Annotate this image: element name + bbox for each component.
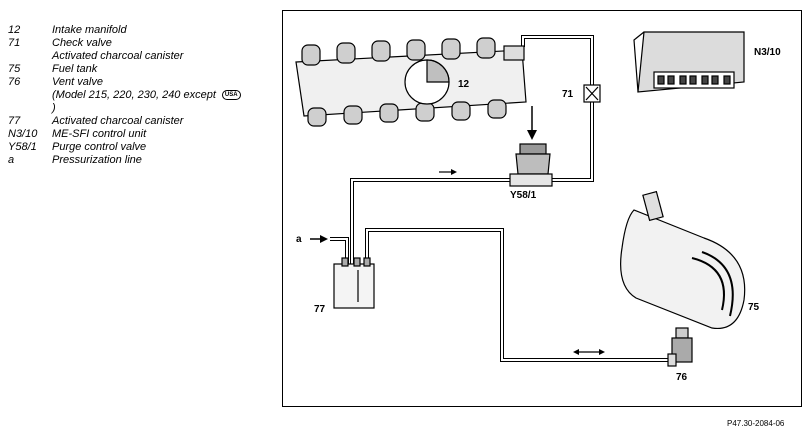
flow-arrow-right-icon [439,169,457,175]
purge-line-purge-valve-to-canister [350,178,510,264]
label-control-unit: N3/10 [754,47,781,58]
legend-item: Y58/1 Purge control valve [8,141,241,154]
legend-item: 75 Fuel tank [8,63,241,76]
pressurization-line-a [330,237,349,264]
diagram-frame [282,10,802,407]
legend-description: Pressurization line [52,154,142,166]
label-pressurization-line: a [296,234,302,245]
legend-description: ME-SFI control unit [52,128,147,140]
label-charcoal-canister: 77 [314,304,326,315]
pressurization-arrow-icon [310,235,328,243]
legend-code [8,102,52,115]
fuel-tank-drawing [620,190,746,344]
figure-reference-number: P47.30-2084-06 [727,419,785,428]
bidirectional-flow-arrow-icon [573,349,605,355]
legend-code: 75 [8,63,21,75]
purge-line-manifold-to-check-valve [521,35,594,85]
evap-system-diagram: 12 N3/10 71 Y58/1 a 77 75 76 [295,31,781,383]
legend-list: 12 Intake manifold 71 Check valve Activa… [8,24,241,167]
legend-description-text: (Model 215, 220, 230, 240 except [52,89,216,101]
purge-control-valve-drawing [509,143,553,187]
legend-code: 77 [8,115,21,127]
intake-manifold-drawing [295,37,527,127]
legend-description: Fuel tank [52,63,98,75]
legend-description: (Model 215, 220, 230, 240 except USA [52,89,241,102]
usa-badge-icon: USA [221,90,241,101]
legend-item: 71 Check valve [8,37,241,50]
flow-arrow-down-icon [527,106,537,140]
legend-code [8,89,52,102]
legend-item: 77 Activated charcoal canister [8,115,241,128]
check-valve-drawing [583,84,601,103]
label-vent-valve: 76 [676,372,688,383]
legend-description: Purge control valve [52,141,147,153]
legend-code: Y58/1 [8,141,37,153]
label-check-valve: 71 [562,89,574,100]
legend-item: a Pressurization line [8,154,241,167]
label-fuel-tank: 75 [748,302,760,313]
legend-description: ) [52,102,56,114]
legend-code: 71 [8,37,21,49]
legend-item: ) [8,102,241,115]
legend-code [8,50,52,63]
legend-item: 12 Intake manifold [8,24,241,37]
legend-item: N3/10 ME-SFI control unit [8,128,241,141]
label-purge-valve: Y58/1 [510,190,537,201]
legend-item: Activated charcoal canister [8,50,241,63]
legend-description: Vent valve [52,76,103,88]
legend-code: 12 [8,24,21,36]
legend-code: N3/10 [8,128,38,140]
legend-item: (Model 215, 220, 230, 240 except USA [8,89,241,102]
purge-line-check-valve-to-purge-valve [552,102,594,182]
legend-description: Activated charcoal canister [52,50,184,62]
legend-description: Check valve [52,37,112,49]
legend-item: 76 Vent valve [8,76,241,89]
label-intake-manifold: 12 [458,79,470,90]
vent-line-tank-to-canister [365,228,672,362]
legend-code: 76 [8,76,21,88]
legend-code: a [8,154,15,166]
control-unit-drawing [633,31,745,93]
legend-description: Activated charcoal canister [52,115,184,127]
vent-valve-drawing [667,327,693,367]
charcoal-canister-drawing [333,257,375,309]
legend-description: Intake manifold [52,24,127,36]
